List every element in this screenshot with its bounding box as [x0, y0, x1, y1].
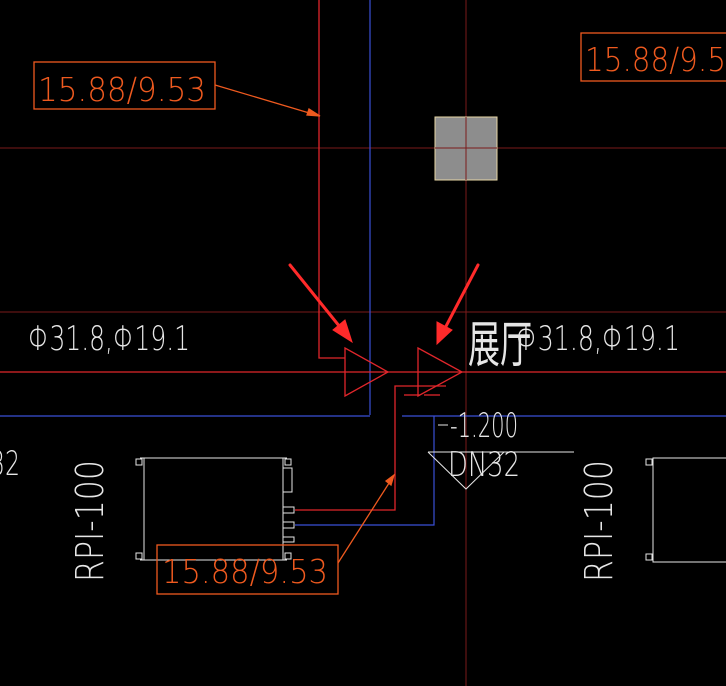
elevation-label: -1.200 [450, 406, 518, 446]
text-labels: 15.88/9.53 15.88/9.5 15.88/9.53 Φ31.8,Φ1… [0, 40, 726, 591]
drain-branch-to-unit [295, 416, 435, 526]
callout-box-top-right [580, 32, 726, 82]
arrow-left-head [332, 319, 353, 344]
refrigerant-pipes [0, 0, 726, 511]
pipe-size-callouts [33, 32, 726, 595]
pipe-size-label-top-right: 15.88/9.5 [585, 40, 726, 79]
unit-right-body [652, 457, 726, 563]
unit-model-label-left: RPI-100 [68, 460, 112, 582]
unit-left-port-3 [282, 536, 295, 543]
drain-triangle [427, 451, 506, 490]
arrow-right-shaft [441, 263, 480, 334]
leader-bottom-arrowhead [384, 473, 396, 487]
main-pipe-label-left: Φ31.8,Φ19.1 [28, 319, 190, 359]
drain-lines [0, 0, 726, 526]
pipe-size-label-bottom: 15.88/9.53 [162, 552, 328, 591]
arrow-right-head [436, 321, 453, 346]
branch-pipe-to-unit-upper [295, 385, 446, 511]
riser-pipe-left [318, 0, 345, 359]
indoor-unit-right [645, 457, 726, 563]
unit-right-bracket-tl [645, 458, 653, 466]
unit-left-control-box [282, 467, 293, 493]
main-pipe-label-right: Φ31.8,Φ19.1 [516, 319, 680, 359]
unit-left-bracket-bl [135, 552, 143, 560]
callout-box-bottom [156, 544, 339, 595]
unit-right-bracket-bl [645, 553, 653, 561]
unit-left-bracket-tr [284, 458, 292, 466]
structural-column [434, 116, 498, 181]
annotation-arrows [288, 263, 480, 346]
branch-joint-left [344, 346, 390, 398]
leader-bottom [337, 479, 392, 564]
unit-model-label-right: RPI-100 [577, 460, 621, 582]
drain-symbol [427, 424, 574, 490]
unit-left-port-1 [282, 506, 295, 514]
room-name-label: 展厅 [468, 316, 532, 374]
branch-joints [344, 346, 464, 398]
leader-top-left [214, 84, 317, 116]
pipe-size-label-top-left: 15.88/9.53 [38, 70, 206, 109]
unit-left-bracket-br [284, 552, 292, 560]
unit-left-port-2 [282, 521, 295, 529]
branch-joint-right [417, 346, 464, 398]
drain-size-label: DN32 [448, 445, 520, 485]
indoor-unit-left [135, 457, 295, 561]
leader-top-left-arrowhead [306, 108, 321, 117]
arrow-left-shaft [288, 263, 346, 334]
edge-fragment-label: 32 [0, 444, 20, 484]
unit-left-bracket-tl [135, 458, 143, 466]
